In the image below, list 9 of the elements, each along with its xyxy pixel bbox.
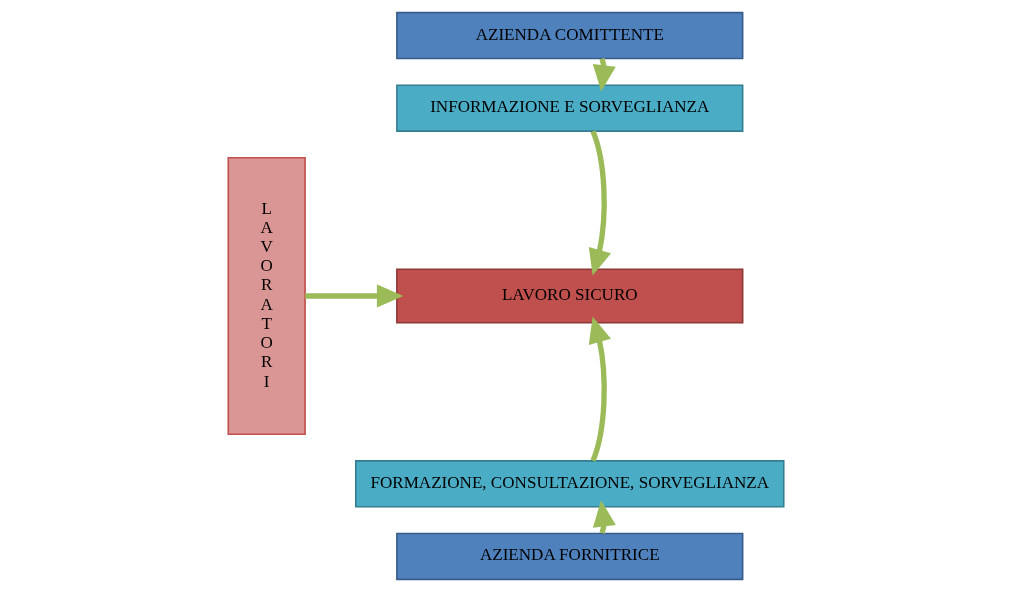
node-box: INFORMAZIONE E SORVEGLIANZA [396, 84, 744, 132]
node-box: AZIENDA FORNITRICE [396, 532, 744, 581]
node-box: FORMAZIONE, CONSULTAZIONE, SORVEGLIANZA [355, 460, 785, 508]
arrow [588, 130, 611, 276]
node-box: AZIENDA COMITTENTE [396, 11, 744, 60]
node-box: LAVORO SICURO [396, 268, 744, 324]
node-box: L A V O R A T O R I [227, 157, 306, 435]
arrow [588, 316, 611, 462]
arrow [305, 284, 404, 308]
